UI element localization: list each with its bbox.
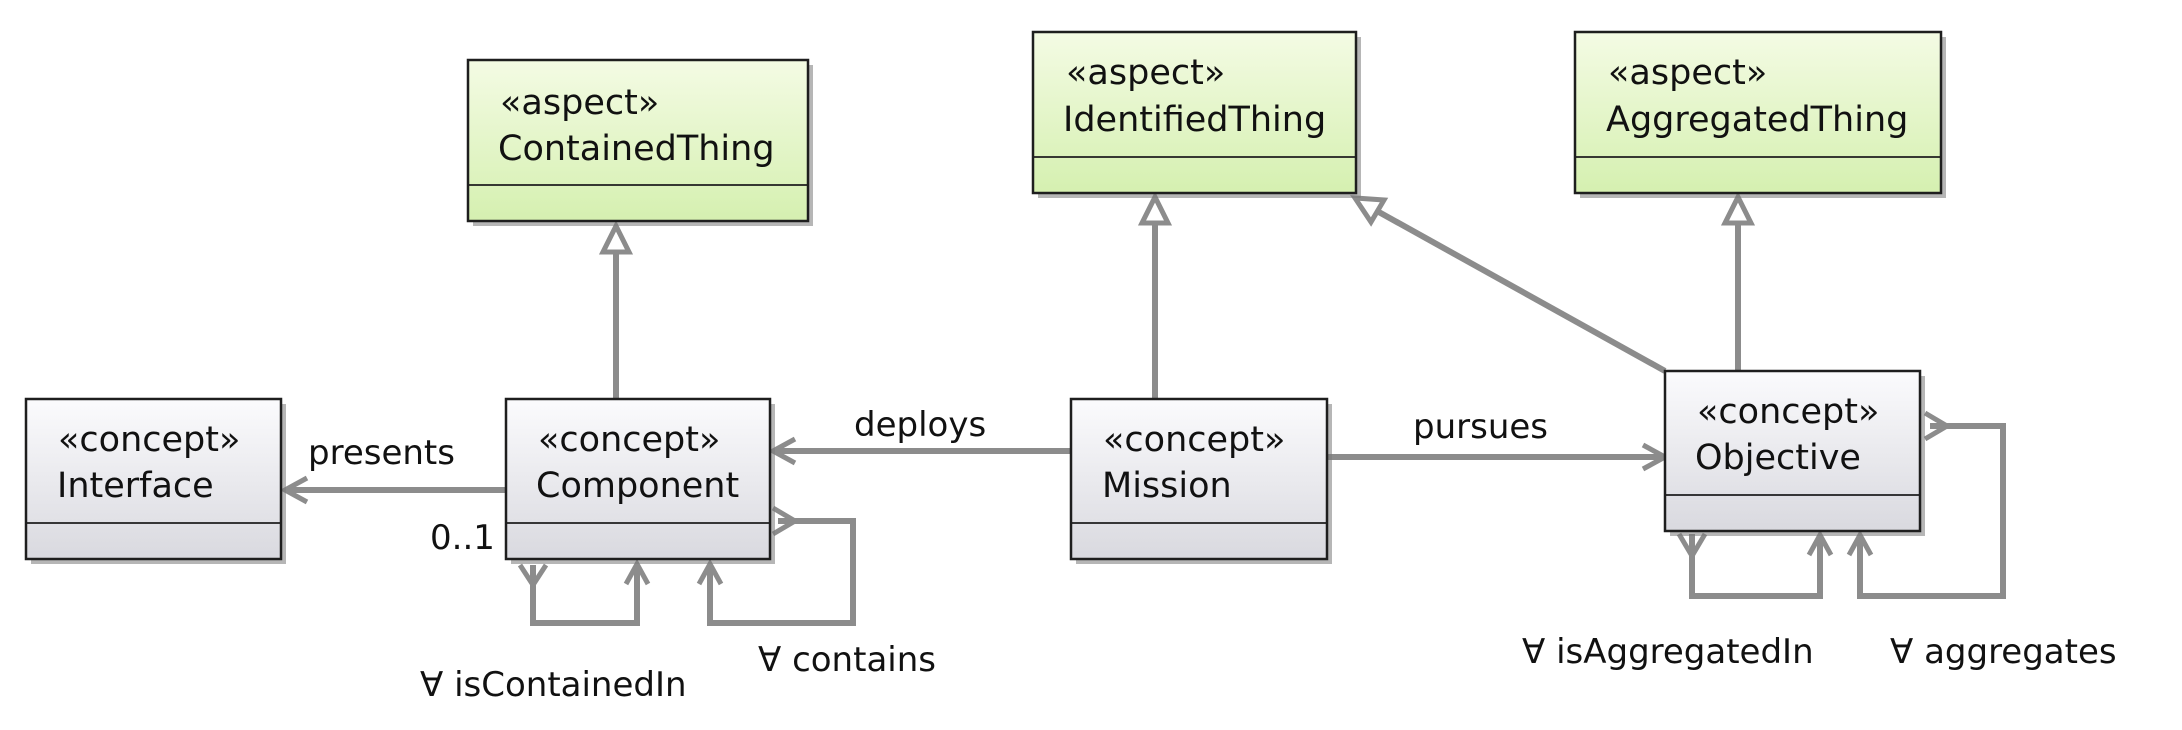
class-name: AggregatedThing <box>1606 100 1908 140</box>
pursues-label: pursues <box>1413 407 1548 447</box>
generalization-mission-identifiedthing <box>1137 191 1173 400</box>
presents-multiplicity-label: 0..1 <box>430 518 495 558</box>
generalization-component-containedthing <box>598 220 634 398</box>
stereotype-label: «concept» <box>58 420 240 460</box>
presents-label: presents <box>308 433 455 473</box>
concept-box-component: «concept» Component <box>504 397 775 564</box>
open-arrowhead <box>1676 532 1708 561</box>
open-arrowhead <box>517 563 549 590</box>
stereotype-label: «aspect» <box>1608 53 1767 93</box>
open-arrowhead <box>771 505 800 537</box>
class-name: ContainedThing <box>498 129 775 169</box>
aggregates-label: ∀ aggregates <box>1890 632 2117 672</box>
generalization-objective-aggregatedthing <box>1720 191 1756 371</box>
stereotype-label: «concept» <box>538 420 720 460</box>
aspect-box-containedthing: «aspect» ContainedThing <box>466 58 813 226</box>
class-name: Interface <box>57 466 214 506</box>
hollow-triangle-arrowhead <box>1137 191 1173 226</box>
class-name: Component <box>536 466 739 506</box>
aspect-box-aggregatedthing: «aspect» AggregatedThing <box>1573 30 1946 198</box>
aspect-box-identifiedthing: «aspect» IdentifiedThing <box>1031 30 1361 198</box>
is-aggregated-in-label: ∀ isAggregatedIn <box>1522 632 1814 672</box>
stereotype-label: «aspect» <box>500 83 659 123</box>
association-pursues <box>1328 442 1671 472</box>
concept-box-objective: «concept» Objective <box>1663 369 1925 536</box>
hollow-triangle-arrowhead <box>1720 191 1756 226</box>
class-name: IdentifiedThing <box>1063 100 1326 140</box>
generalization-objective-identifiedthing <box>1350 195 1667 374</box>
class-name: Mission <box>1102 466 1232 506</box>
concept-box-mission: «concept» Mission <box>1069 397 1332 564</box>
hollow-triangle-arrowhead <box>598 220 634 255</box>
open-arrowhead <box>1923 410 1952 442</box>
self-association-is-contained-in <box>517 558 651 626</box>
concept-box-interface: «concept» Interface <box>24 397 286 564</box>
association-presents <box>279 475 506 505</box>
stereotype-label: «concept» <box>1103 420 1285 460</box>
contains-label: ∀ contains <box>758 640 936 680</box>
is-contained-in-label: ∀ isContainedIn <box>420 665 687 705</box>
stereotype-label: «concept» <box>1697 392 1879 432</box>
deploys-label: deploys <box>854 405 986 445</box>
self-association-is-aggregated-in <box>1676 529 1834 599</box>
stereotype-label: «aspect» <box>1066 53 1225 93</box>
hollow-triangle-arrowhead <box>1350 195 1389 227</box>
class-name: Objective <box>1695 438 1861 478</box>
